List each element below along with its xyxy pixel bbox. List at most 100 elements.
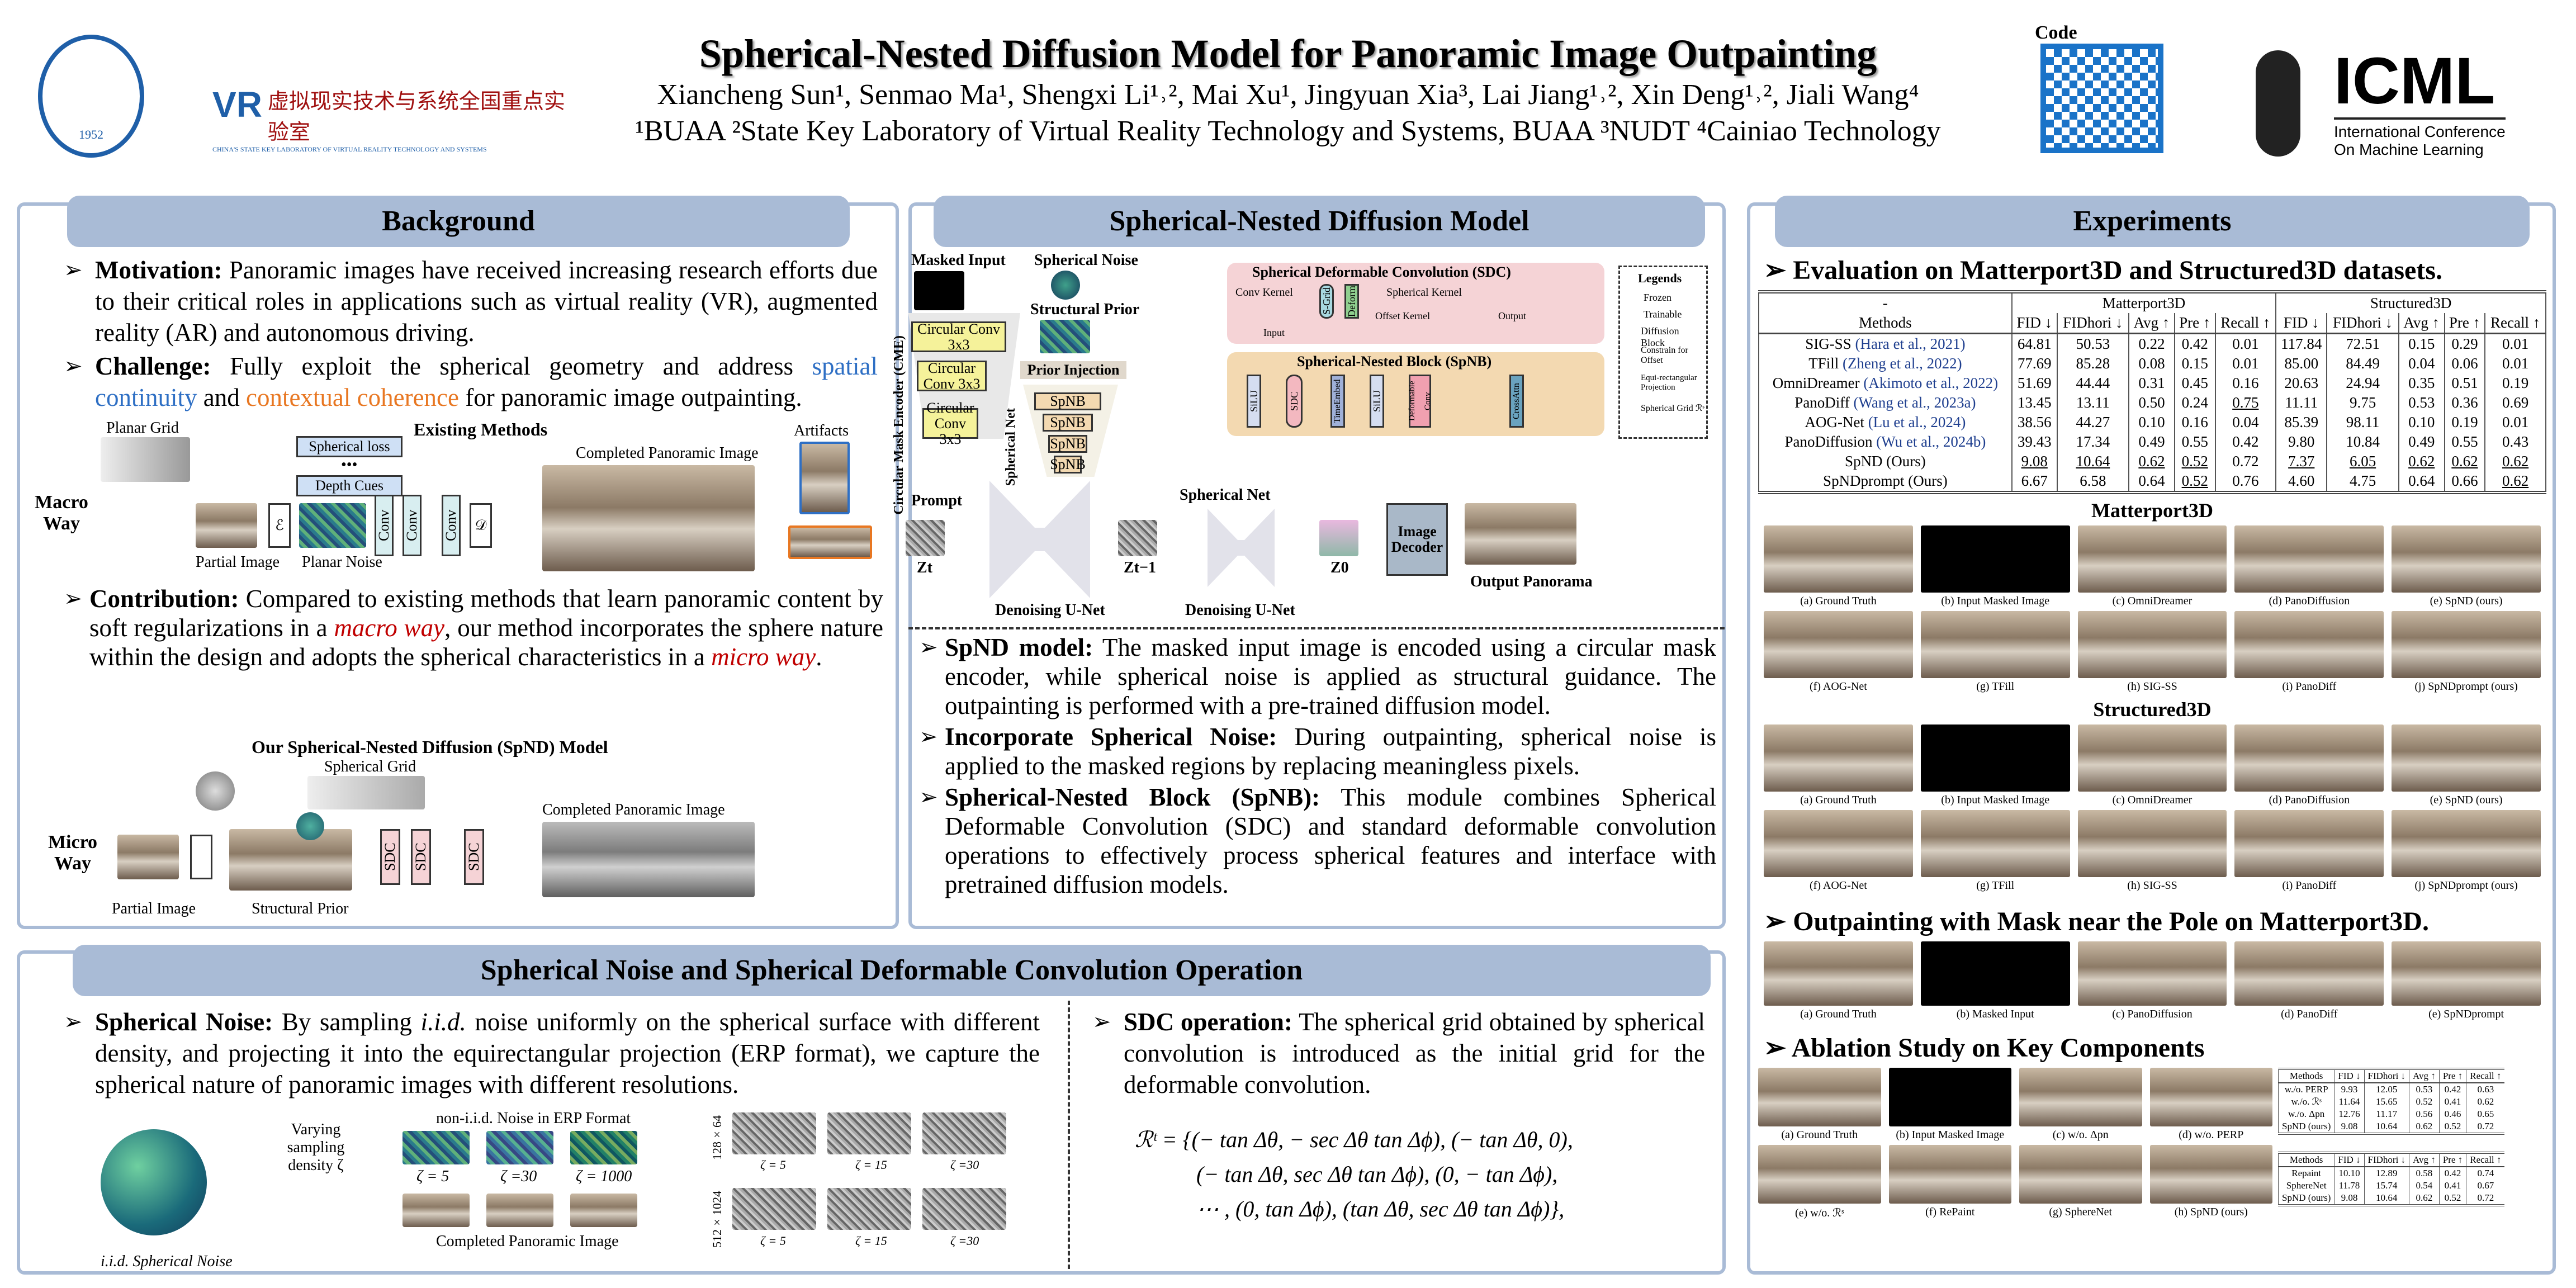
method-citation: (Zheng et al., 2022) xyxy=(1842,355,1962,372)
value-cell: 11.78 xyxy=(2334,1180,2365,1192)
vr-lab-logo: VR 虚拟现实技术与系统全国重点实验室 CHINA'S STATE KEY LA… xyxy=(212,84,565,153)
result-caption: (j) SpNDprompt (ours) xyxy=(2414,680,2518,693)
value-cell: 0.65 xyxy=(2466,1108,2505,1120)
value-cell: 84.49 xyxy=(2326,354,2399,373)
value-cell: 0.42 xyxy=(2174,333,2216,354)
qr-code[interactable] xyxy=(2040,44,2163,153)
column-header: Recall ↑ xyxy=(2214,313,2277,334)
column-header: FID ↓ xyxy=(2275,313,2328,334)
result-cell: (d) PanoDiff xyxy=(2234,941,2384,1021)
icml-logo: ICML International Conference On Machine… xyxy=(2222,45,2546,162)
result-caption: (b) Input Masked Image xyxy=(1896,1129,2005,1141)
result-cell: (i) PanoDiff xyxy=(2234,611,2384,693)
group-header: Structured3D xyxy=(2275,292,2546,313)
challenge-bullet: Challenge: Fully exploit the spherical g… xyxy=(61,351,878,413)
result-cell: (c) w/o. Δpn xyxy=(2019,1068,2142,1142)
value-cell: 64.81 xyxy=(2011,333,2058,354)
value-cell: 117.84 xyxy=(2275,333,2328,354)
method-cell: SpNDprompt (Ours) xyxy=(1758,471,2012,493)
value-cell: 0.52 xyxy=(2174,471,2216,493)
result-image xyxy=(2234,941,2384,1006)
value-cell: 0.49 xyxy=(2128,432,2175,452)
result-image xyxy=(2019,1145,2142,1204)
value-cell: 13.45 xyxy=(2011,393,2058,413)
value-cell: 85.28 xyxy=(2056,354,2130,373)
result-caption: (a) Ground Truth xyxy=(1800,794,1877,806)
value-cell: 44.27 xyxy=(2056,413,2130,432)
value-cell: 0.06 xyxy=(2444,354,2486,373)
result-image xyxy=(1920,611,2070,678)
completed-z30 xyxy=(486,1194,553,1227)
method-name: SIG-SS xyxy=(1805,335,1852,352)
result-image xyxy=(1888,1145,2011,1204)
noise-divider xyxy=(1068,1001,1070,1269)
value-cell: 0.74 xyxy=(2466,1167,2505,1180)
result-image xyxy=(2077,941,2227,1006)
value-cell: 0.42 xyxy=(2438,1167,2466,1180)
value-cell: 98.11 xyxy=(2326,413,2399,432)
result-cell: (b) Input Masked Image xyxy=(1920,724,2070,807)
result-caption: (e) SpND (ours) xyxy=(2430,595,2503,607)
value-cell: w./o. Δpn xyxy=(2277,1108,2334,1120)
result-caption: (f) AOG-Net xyxy=(1810,680,1867,693)
value-cell: 0.15 xyxy=(2174,354,2216,373)
legends-box xyxy=(1618,266,1708,439)
result-cell: (i) PanoDiff xyxy=(2234,810,2384,892)
result-caption: (d) PanoDiffusion xyxy=(2269,595,2350,607)
result-caption: (b) Masked Input xyxy=(1956,1008,2034,1020)
column-header: FIDhori ↓ xyxy=(2326,313,2399,334)
planar-grid-image xyxy=(101,437,190,482)
result-image xyxy=(1888,1068,2011,1126)
spherical-grid-image xyxy=(196,771,235,811)
value-cell: 0.15 xyxy=(2398,333,2445,354)
denoising-unet xyxy=(989,481,1090,598)
result-image xyxy=(2077,525,2227,593)
result-image xyxy=(1920,724,2070,792)
result-caption: (i) PanoDiff xyxy=(2282,879,2337,892)
result-caption: (g) TFill xyxy=(1976,680,2015,693)
legend-trainable: Trainable xyxy=(1644,309,1682,320)
completed-pano-image-2 xyxy=(542,822,755,897)
completed-z5 xyxy=(402,1194,470,1227)
result-cell: (e) w/o. ℛˢ xyxy=(1758,1145,1881,1220)
value-cell: 20.63 xyxy=(2275,373,2328,393)
value-cell: 0.62 xyxy=(2466,1096,2505,1108)
output-panorama-image xyxy=(1465,503,1576,565)
value-cell: 0.62 xyxy=(2409,1120,2440,1134)
value-cell: 15.65 xyxy=(2364,1096,2409,1108)
column-header: Recall ↑ xyxy=(2466,1153,2505,1167)
gray-noise-1 xyxy=(732,1112,816,1154)
structural-prior-image xyxy=(1040,320,1090,353)
result-image xyxy=(2234,525,2384,593)
column-header: Avg ↑ xyxy=(2398,313,2445,334)
value-cell: 11.17 xyxy=(2364,1108,2409,1120)
method-name: TFill xyxy=(1808,355,1839,372)
column-header: FID ↓ xyxy=(2334,1153,2365,1167)
value-cell: 51.69 xyxy=(2011,373,2058,393)
spnd-micro-figure: Our Spherical-Nested Diffusion (SpND) Mo… xyxy=(48,737,883,927)
architecture-diagram: Masked Input Circular Conv 3x3 Circular … xyxy=(892,246,1716,626)
method-cell: AOG-Net (Lu et al., 2024) xyxy=(1758,413,2012,432)
column-header: Pre ↑ xyxy=(2438,1153,2466,1167)
column-header: Avg ↑ xyxy=(2128,313,2175,334)
value-cell: 0.08 xyxy=(2128,354,2175,373)
result-cell: (f) AOG-Net xyxy=(1764,611,1913,693)
result-caption: (g) TFill xyxy=(1976,879,2015,892)
result-cell: (e) SpND (ours) xyxy=(2392,724,2541,807)
method-name: PanoDiffusion xyxy=(1784,433,1873,450)
spherical-noise-sphere xyxy=(1051,271,1080,300)
value-cell: 15.74 xyxy=(2364,1180,2409,1192)
partial-image xyxy=(196,503,257,548)
result-caption: (d) PanoDiffusion xyxy=(2269,794,2350,806)
value-cell: 85.39 xyxy=(2275,413,2328,432)
value-cell: 6.67 xyxy=(2011,471,2058,493)
value-cell: 24.94 xyxy=(2326,373,2399,393)
spherical-noise-bullet: Incorporate Spherical Noise: During outp… xyxy=(917,722,1716,780)
value-cell: 9.08 xyxy=(2011,452,2058,471)
value-cell: 9.08 xyxy=(2334,1192,2365,1205)
